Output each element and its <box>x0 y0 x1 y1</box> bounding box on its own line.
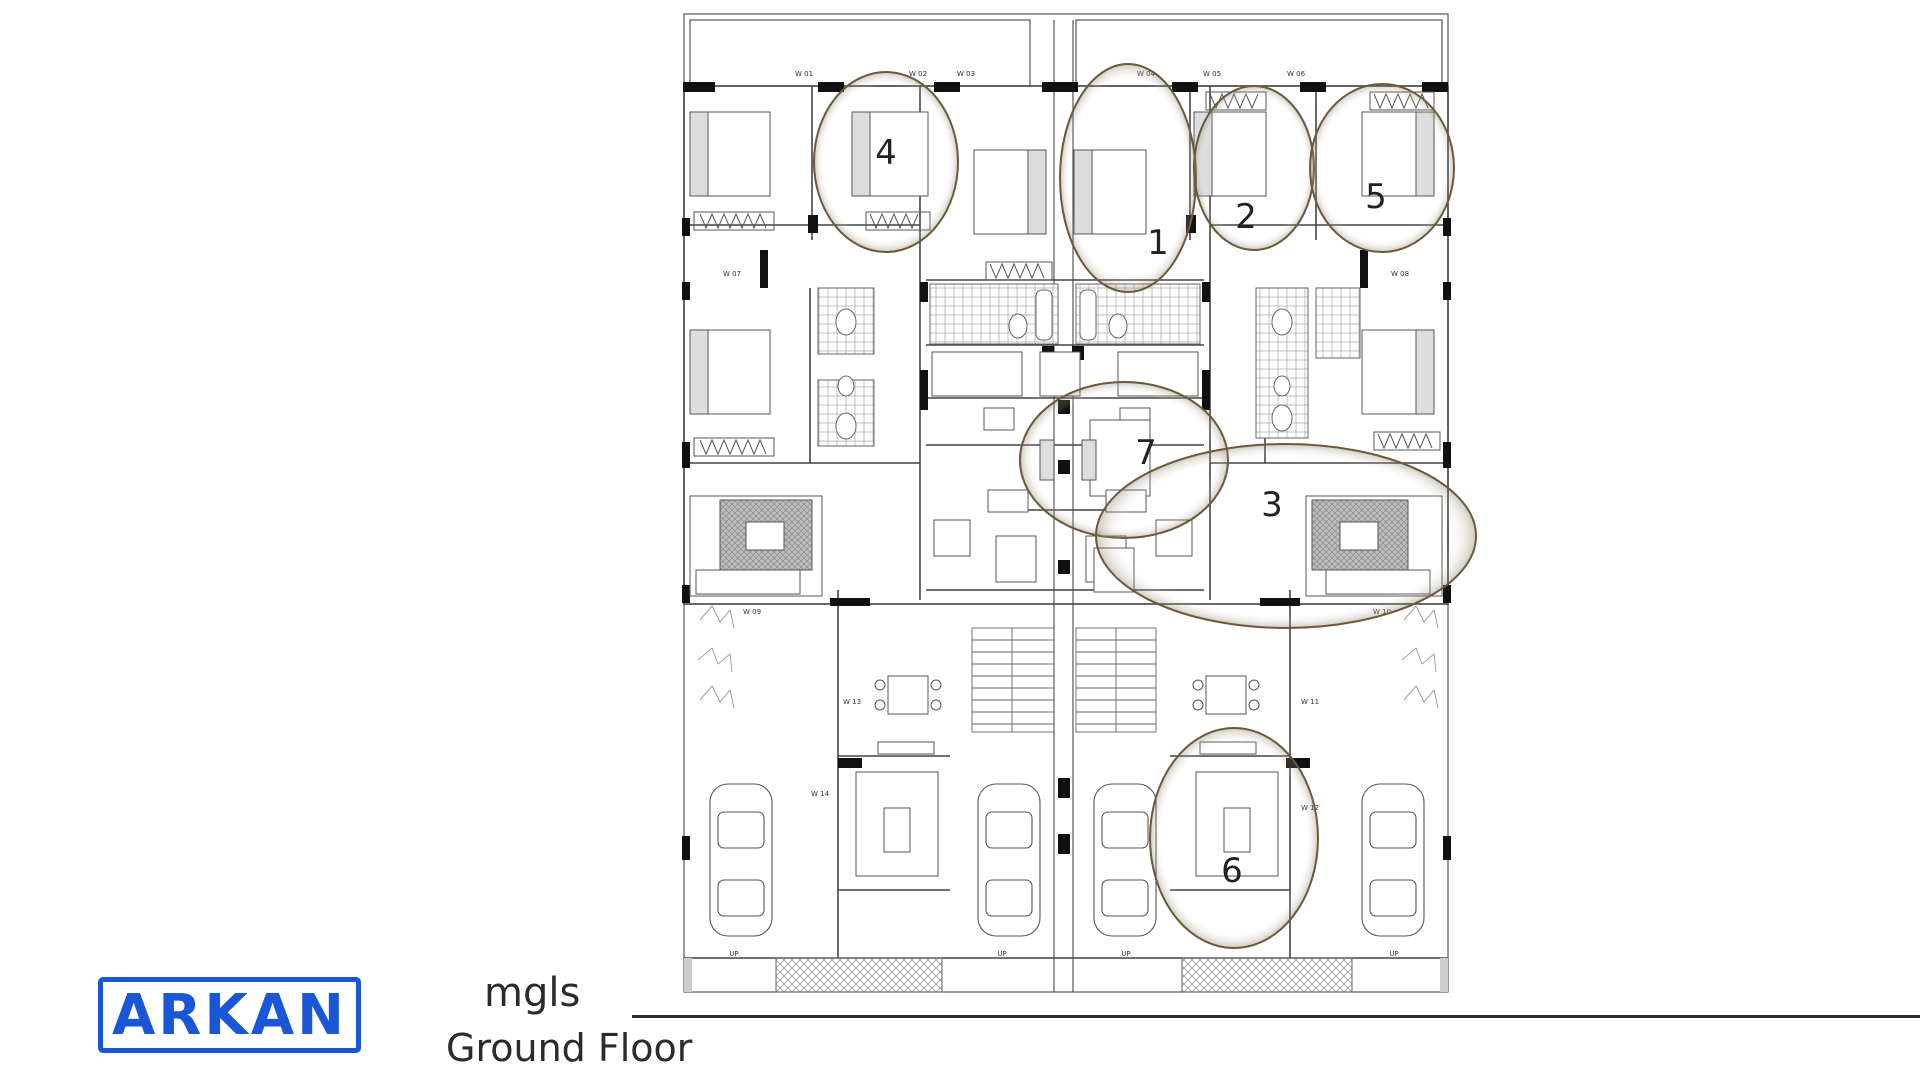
window-tag: W 07 <box>723 270 741 278</box>
bathrooms <box>817 283 1361 447</box>
highlight-circle-4 <box>813 71 959 253</box>
staircase <box>971 627 1157 733</box>
highlight-circle-5 <box>1309 83 1455 253</box>
logo-text: ARKAN <box>111 982 348 1048</box>
project-name: mgls <box>484 970 581 1016</box>
dining-tables <box>874 675 1260 755</box>
up-label: UP <box>1121 950 1130 958</box>
highlight-number: 4 <box>875 133 897 173</box>
highlight-number: 1 <box>1147 223 1169 263</box>
window-tag: W 02 <box>909 70 927 78</box>
window-tag: W 06 <box>1287 70 1306 78</box>
window-tag: W 11 <box>1301 698 1319 706</box>
floor-title: Ground Floor <box>446 1026 693 1070</box>
highlight-number: 7 <box>1135 433 1157 473</box>
highlight-circle-3 <box>1095 443 1477 629</box>
arkan-logo: ARKAN <box>98 977 361 1053</box>
highlight-number: 5 <box>1365 177 1387 217</box>
paving <box>684 957 1448 993</box>
window-tag: W 14 <box>811 790 830 798</box>
highlight-number: 2 <box>1235 197 1257 237</box>
window-tag: W 01 <box>795 70 813 78</box>
title-underline <box>632 1015 1920 1018</box>
window-tag: W 08 <box>1391 270 1409 278</box>
window-tag: W 05 <box>1203 70 1221 78</box>
window-tag: W 13 <box>843 698 861 706</box>
up-label: UP <box>1389 950 1398 958</box>
highlight-circle-1 <box>1059 63 1197 293</box>
highlight-number: 3 <box>1261 485 1283 525</box>
highlight-numbers: 4 1 2 5 7 3 6 <box>875 133 1387 891</box>
up-label: UP <box>997 950 1006 958</box>
window-tag: W 09 <box>743 608 761 616</box>
up-label: UP <box>729 950 738 958</box>
highlight-circles <box>813 63 1477 949</box>
highlight-number: 6 <box>1221 851 1243 891</box>
stair-up-tags: UP UP UP UP <box>729 950 1398 958</box>
highlight-circle-6 <box>1149 727 1319 949</box>
parked-cars <box>709 783 1425 937</box>
window-tag: W 03 <box>957 70 975 78</box>
garden-plants <box>697 605 1439 709</box>
